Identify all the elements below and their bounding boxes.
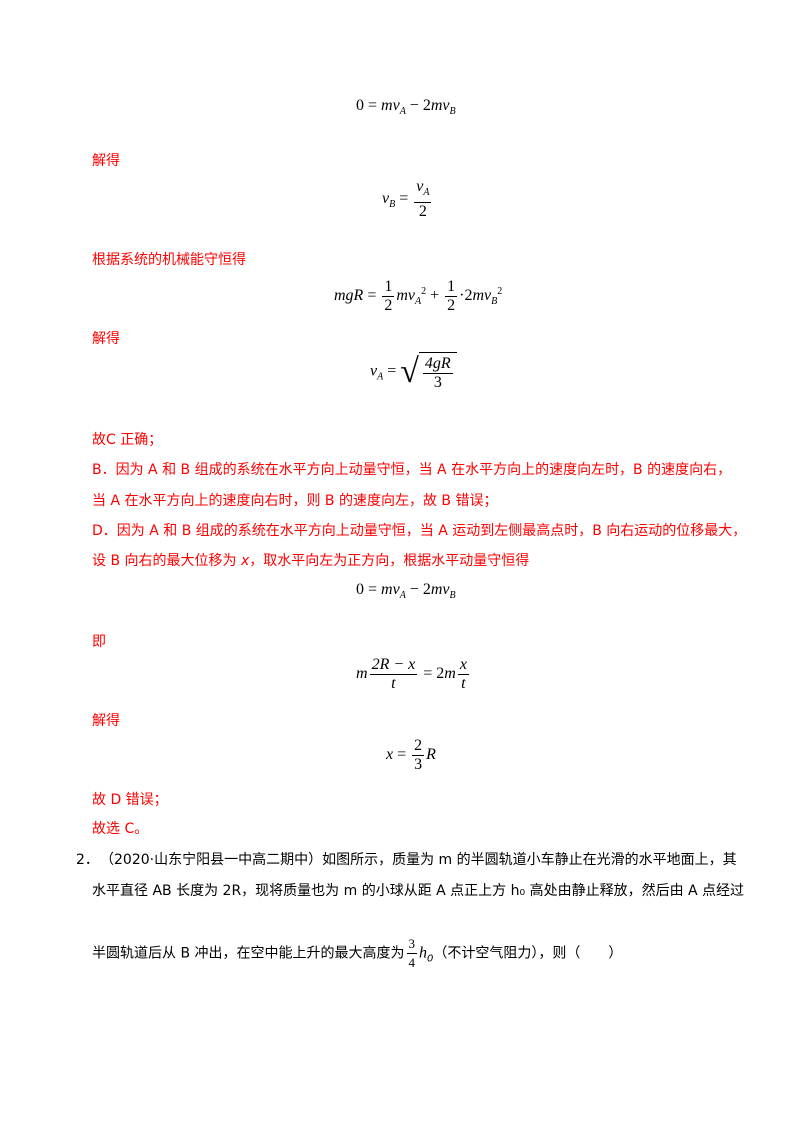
question-2-line-1: （2020·山东宁阳县一中高二期中）如图所示，质量为 m 的半圆轨道小车静止在光… (100, 852, 737, 868)
text-jiede-2: 解得 (92, 331, 120, 347)
text-d-line-1: D．因为 A 和 B 组成的系统在水平方向上动量守恒，当 A 运动到左侧最高点时… (92, 523, 747, 539)
question-2-number: 2． (76, 852, 99, 868)
text-jiede-1: 解得 (92, 153, 120, 169)
equation-momentum-2: 0 = mvA − 2mvB (356, 581, 456, 601)
question-2-line-2: 水平直径 AB 长度为 2R，现将质量也为 m 的小球从距 A 点正上方 h₀ … (92, 883, 745, 899)
text-d-line-2: 设 B 向右的最大位移为 x，取水平向左为正方向，根据水平动量守恒得 (92, 553, 530, 569)
text-ji: 即 (92, 634, 106, 650)
text-b-line-2: 当 A 在水平方向上的速度向右时，则 B 的速度向左，故 B 错误； (92, 493, 498, 509)
text-jiede-3: 解得 (92, 713, 120, 729)
text-gu-d: 故 D 错误； (92, 792, 168, 808)
text-gu-c: 故C 正确； (92, 432, 163, 448)
text-guxuan: 故选 C。 (92, 821, 149, 837)
text-genju: 根据系统的机械能守恒得 (92, 252, 246, 268)
equation-momentum-1: 0 = mvA − 2mvB (356, 97, 456, 117)
sqrt-icon: √ (400, 353, 419, 390)
text-b-line-1: B．因为 A 和 B 组成的系统在水平方向上动量守恒，当 A 在水平方向上的速度… (92, 462, 732, 478)
